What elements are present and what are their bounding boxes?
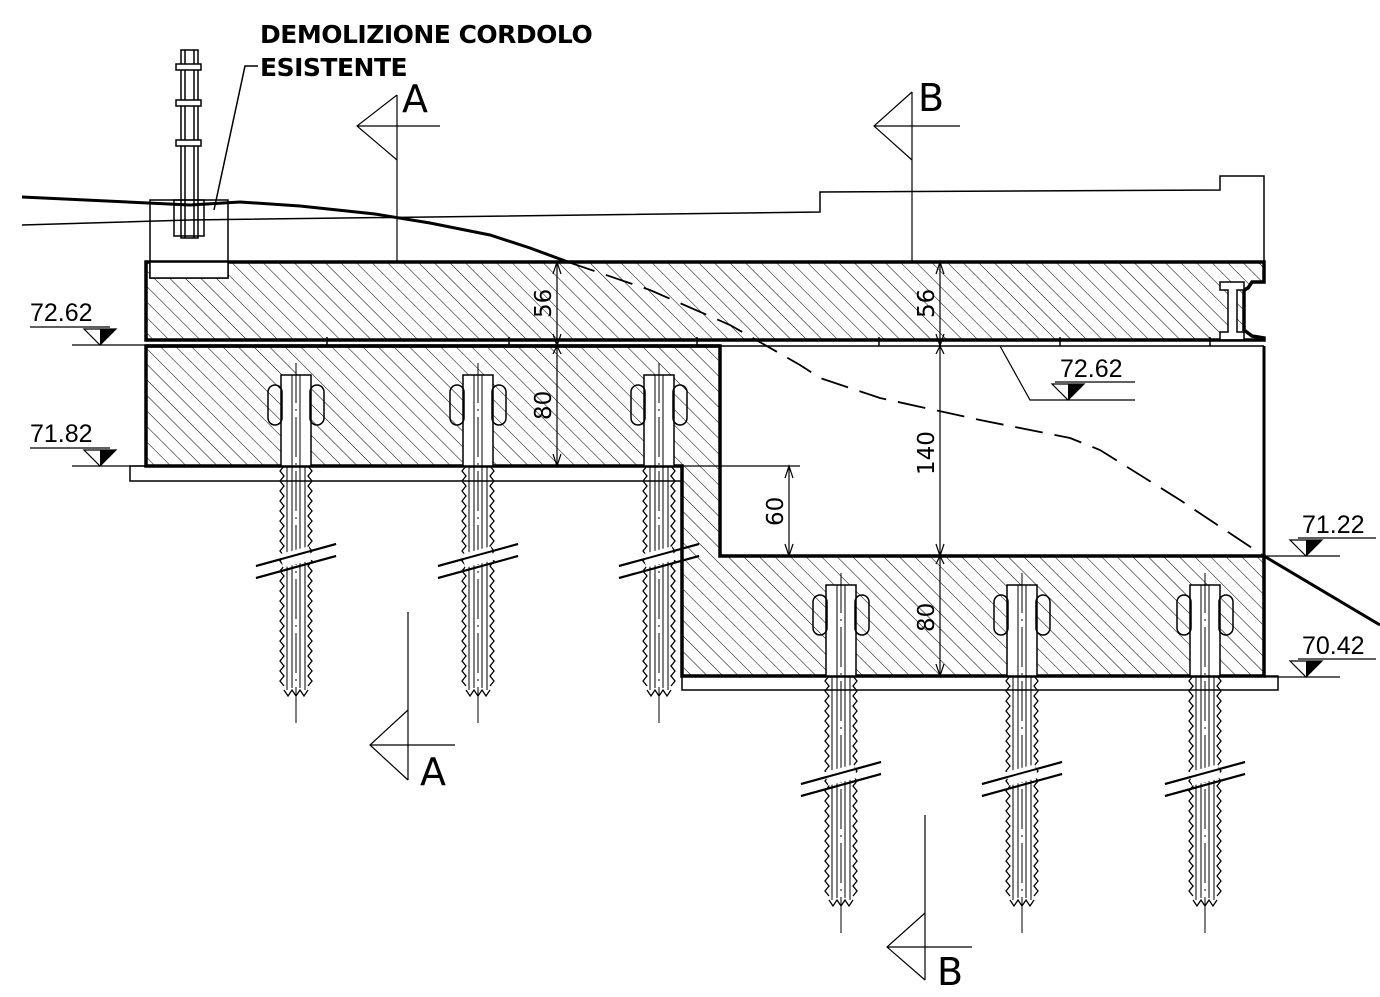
dim-left-block: 80 [531, 391, 557, 420]
micropile [437, 363, 519, 723]
note-line-2: ESISTENTE [260, 53, 407, 82]
ground-profile [21, 175, 1380, 627]
top-slab [144, 260, 1266, 342]
existing-curb [149, 49, 258, 279]
elevation-marker-2: 71.82 [30, 420, 146, 467]
elevation-text-5: 70.42 [1302, 632, 1365, 660]
section-marker-a-bottom [369, 612, 455, 781]
dim-top-slab-right: 56 [914, 289, 940, 318]
micropile [255, 363, 337, 723]
micropiles [255, 363, 1246, 933]
dim-step: 60 [763, 497, 789, 526]
section-marker-b-bottom [886, 815, 972, 981]
foundation-body [144, 344, 1266, 678]
section-label-a-top: A [402, 77, 428, 121]
dim-top-slab-left: 56 [531, 289, 557, 318]
elevation-text-2: 71.82 [30, 420, 93, 448]
micropile [800, 573, 882, 933]
micropile [618, 363, 700, 723]
elevation-text-4: 71.22 [1302, 511, 1365, 539]
elevation-marker-1: 72.62 [30, 299, 146, 346]
elevation-marker-5: 70.42 [1264, 632, 1376, 678]
elevation-marker-4: 71.22 [1264, 511, 1376, 557]
section-label-b-bottom: B [937, 950, 963, 994]
micropile [981, 573, 1063, 933]
section-marker-b-top [873, 91, 960, 262]
dim-void-height: 140 [914, 431, 940, 475]
section-label-b-top: B [918, 76, 944, 120]
section-label-a-bottom: A [420, 750, 446, 794]
micropile [1164, 573, 1246, 933]
section-marker-a-top [356, 94, 440, 262]
dim-right-block: 80 [914, 603, 940, 632]
note-line-1: DEMOLIZIONE CORDOLO [260, 20, 592, 49]
dimension-lines [552, 260, 945, 678]
elevation-marker-3 [999, 345, 1135, 401]
elevation-text-1: 72.62 [30, 299, 93, 327]
elevation-text-3: 72.62 [1060, 355, 1123, 383]
